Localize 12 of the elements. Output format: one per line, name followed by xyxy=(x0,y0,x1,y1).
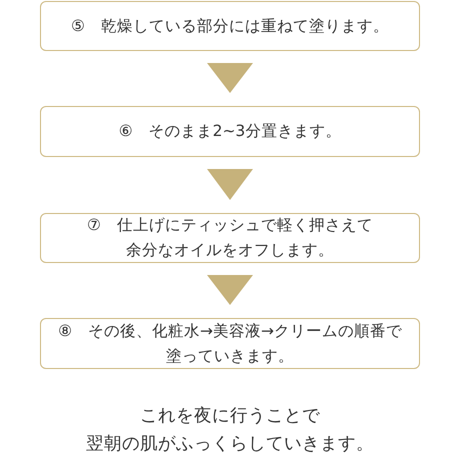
arrow xyxy=(207,169,253,200)
arrow xyxy=(207,63,253,93)
step-text: ⑥ そのまま2~3分置きます。 xyxy=(118,121,342,142)
arrow xyxy=(207,275,253,305)
step-text: ⑤ 乾燥している部分には重ねて塗ります。 xyxy=(71,16,389,36)
caption-text: これを夜に行うことで翌朝の肌がふっくらしていきます。 xyxy=(85,405,375,456)
step-box xyxy=(40,213,420,263)
step-box xyxy=(40,1,420,51)
step-box xyxy=(40,318,420,369)
step-box xyxy=(40,106,420,157)
step-text: ⑦ 仕上げにティッシュで軽く押さえて余分なオイルをオフします。 xyxy=(87,215,373,261)
step-text: ⑧ その後、化粧水→美容液→クリームの順番で塗っていきます。 xyxy=(58,320,402,366)
